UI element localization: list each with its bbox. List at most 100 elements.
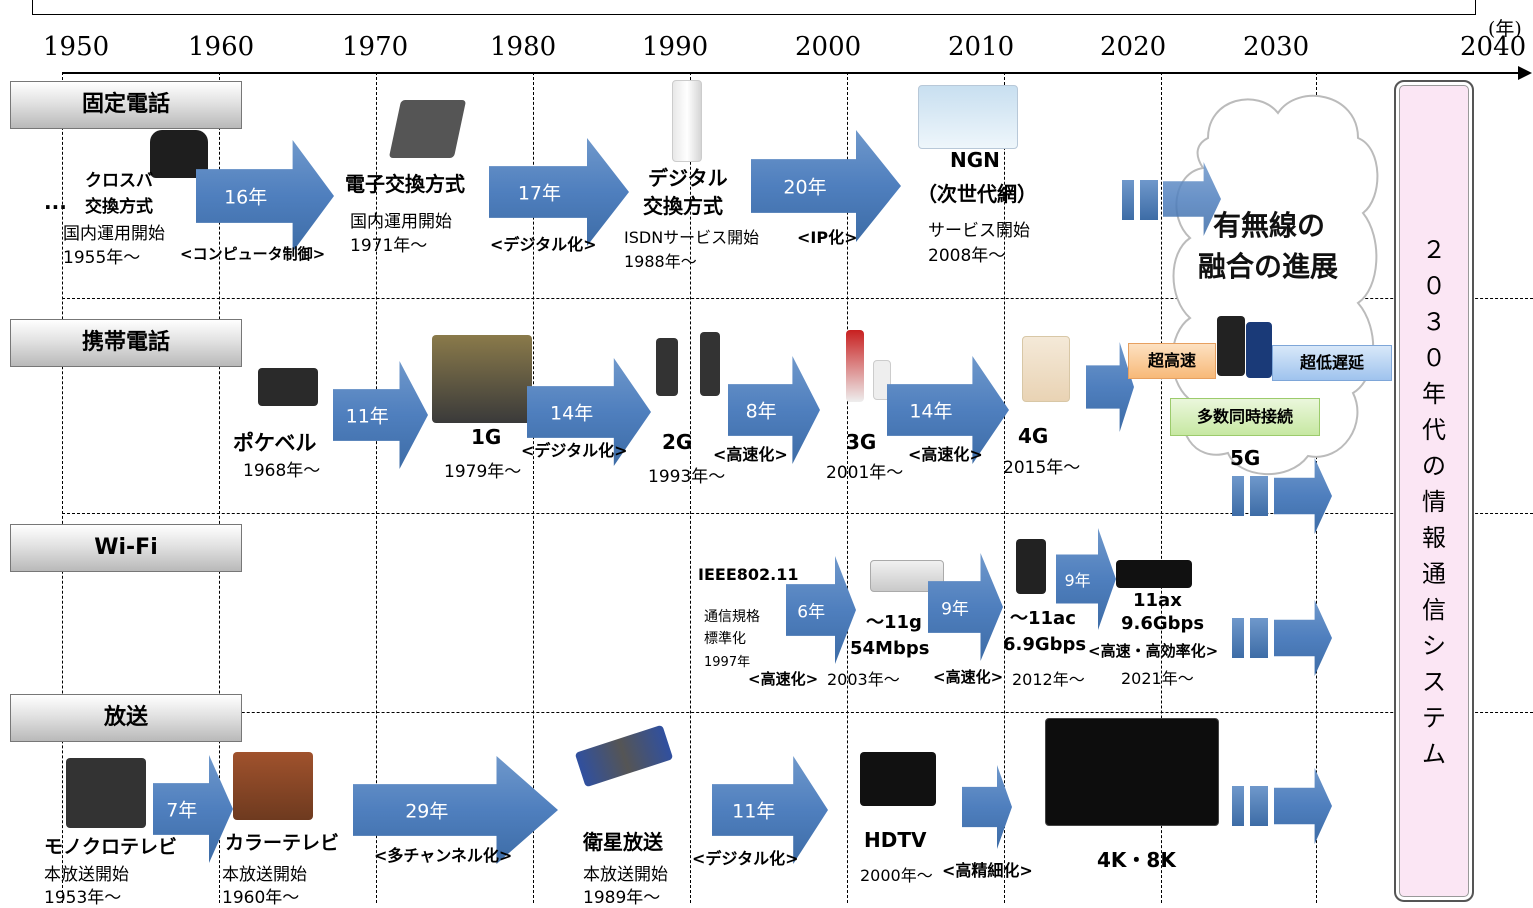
category-fixed-phone: 固定電話 <box>10 81 242 129</box>
g2-date: 1993年～ <box>648 467 726 487</box>
g4-name: 4G <box>1018 424 1049 448</box>
color-name: カラーテレビ <box>225 832 340 854</box>
duration-label: 17年 <box>517 182 561 205</box>
crossbar-name: 交換方式 <box>85 197 153 217</box>
5g-phone-image <box>1246 322 1272 378</box>
electronic-date: 1971年～ <box>350 236 428 256</box>
arrow-9y: 9年 <box>1056 528 1116 630</box>
arrow-29y: 29年 <box>353 756 558 864</box>
year-label: 1980 <box>490 32 557 62</box>
hdtv-date: 2000年～ <box>860 866 933 885</box>
car-phone-image <box>432 335 532 423</box>
continuation-bar <box>1232 786 1244 826</box>
ac-date: 2012年～ <box>1012 670 1085 689</box>
axis-unit: (年) <box>1488 18 1522 40</box>
arrow-9y: 9年 <box>928 553 1003 661</box>
smartphone-image <box>1022 336 1070 402</box>
duration-label: 14年 <box>550 402 594 425</box>
continuation-bar <box>1122 180 1134 220</box>
digital-date: 1988年～ <box>624 252 697 271</box>
4k-tv-image <box>1045 718 1219 826</box>
year-label: 2030 <box>1243 32 1310 62</box>
fusion-text: 有無線の <box>1213 209 1326 242</box>
ac-speed: 6.9Gbps <box>1003 634 1087 655</box>
continuation-bar <box>1232 476 1244 516</box>
flip-phone-image <box>656 338 678 396</box>
pager-image <box>258 368 318 406</box>
vertical-char: 通 <box>1422 560 1446 588</box>
digital-name: 交換方式 <box>643 194 723 218</box>
electronic-note: 国内運用開始 <box>350 212 452 232</box>
mono-date: 1953年～ <box>44 888 122 908</box>
duration-label: 9年 <box>1064 571 1091 590</box>
feature-low-latency: 超低遅延 <box>1272 345 1392 381</box>
speedup-tag: <高速化> <box>713 445 788 464</box>
speedup-tag: <高速化> <box>908 445 983 464</box>
g5-name: 5G <box>1230 446 1261 470</box>
grid-line <box>376 72 377 903</box>
computer-control-tag: <コンピュータ制御> <box>180 245 326 263</box>
satellite-image <box>574 724 674 788</box>
arrow-to-4k <box>962 765 1012 849</box>
grid-line <box>62 72 63 903</box>
ieee-note: 通信規格 <box>704 609 760 625</box>
category-wifi: Wi-Fi <box>10 524 242 572</box>
top-banner-box <box>32 0 1476 15</box>
ax-name: 11ax <box>1133 590 1182 611</box>
ngn-name: NGN <box>950 148 1000 172</box>
year-label: 2010 <box>948 32 1015 62</box>
duration-label: 8年 <box>745 400 777 423</box>
high-def-tag: <高精細化> <box>942 861 1033 880</box>
fusion-text: 融合の進展 <box>1198 250 1339 283</box>
vertical-char: ス <box>1422 668 1446 696</box>
continuation-arrow <box>1274 600 1332 676</box>
digitalization-tag: <デジタル化> <box>692 849 799 868</box>
year-label: 2000 <box>795 32 862 62</box>
continuation-bar <box>1140 180 1158 220</box>
ac-name: ～11ac <box>1010 608 1076 629</box>
ellipsis: ... <box>44 190 67 214</box>
g2-name: 2G <box>662 430 693 454</box>
duration-label: 9年 <box>941 599 969 620</box>
g3-name: 3G <box>846 430 877 454</box>
arrow-20y: 20年 <box>751 130 901 242</box>
3g-phone-image <box>846 330 864 402</box>
color-note: 本放送開始 <box>222 865 307 885</box>
ngn-date: 2008年～ <box>928 246 1006 266</box>
router-image <box>672 80 702 162</box>
ip-tag: <IP化> <box>797 228 858 247</box>
digitalization-tag: <デジタル化> <box>490 235 597 254</box>
sat-note: 本放送開始 <box>583 865 668 885</box>
grid-line <box>533 72 534 903</box>
vertical-char: ３ <box>1422 308 1446 336</box>
vertical-char: 情 <box>1422 488 1446 516</box>
arrow-17y: 17年 <box>489 138 629 246</box>
duration-label: 14年 <box>909 400 953 423</box>
g11-name: ～11g <box>866 612 922 633</box>
arrow-16y: 16年 <box>196 140 334 252</box>
arrow-6y: 6年 <box>786 556 856 664</box>
ieee-name: IEEE802.11 <box>698 565 799 584</box>
future-system-box: ２ ０ ３ ０ 年 代 の 情 報 通 信 シ ス テ ム <box>1394 80 1474 902</box>
ip-phone-image <box>918 85 1018 149</box>
ngn-note: サービス開始 <box>928 221 1030 241</box>
digital-note: ISDNサービス開始 <box>624 228 760 247</box>
arrow-to-5g <box>1086 342 1134 432</box>
axis-line <box>62 72 1522 74</box>
vertical-char: ０ <box>1422 272 1446 300</box>
5g-phone-image <box>1217 316 1245 376</box>
vertical-char: 信 <box>1422 596 1446 624</box>
efficiency-tag: <高速・高効率化> <box>1088 642 1219 660</box>
g11-speed: 54Mbps <box>850 638 930 659</box>
grid-line <box>1004 72 1005 903</box>
speedup-tag: <高速化> <box>748 670 819 688</box>
pager-date: 1968年～ <box>243 461 321 481</box>
vertical-char: ２ <box>1422 236 1446 264</box>
ieee-date: 1997年 <box>704 655 751 670</box>
grid-line <box>219 72 220 903</box>
year-label: 1960 <box>188 32 255 62</box>
duration-label: 11年 <box>345 405 389 428</box>
category-mobile-phone: 携帯電話 <box>10 319 242 367</box>
continuation-arrow <box>1163 162 1221 236</box>
3g-phone-image <box>873 360 891 400</box>
